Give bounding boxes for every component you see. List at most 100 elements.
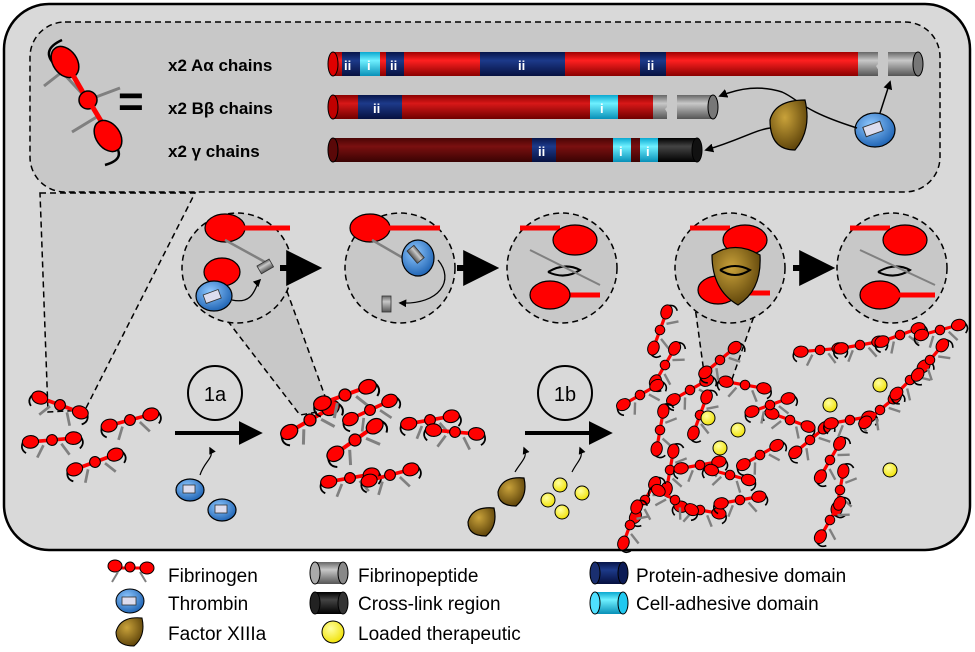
fibrinogen-molecule — [647, 304, 679, 359]
fibrinogen-molecule — [698, 340, 746, 384]
legend-label: Fibrinogen — [168, 566, 258, 587]
protein-adhesive-mark: ii — [390, 58, 397, 73]
zoom-circle-cleavage — [344, 212, 456, 324]
legend-label: Cross-link region — [358, 594, 501, 615]
fibrinogen-molecule — [744, 392, 799, 424]
factor-action-arrow — [514, 446, 530, 473]
zoom-circle-fibrin-assembly — [506, 212, 618, 324]
therapeutic-arrow — [571, 446, 586, 473]
fibrinogen-molecule — [910, 338, 954, 386]
legend-therapeutic-icon — [321, 620, 345, 644]
legend-factor-xiiia-icon — [115, 617, 144, 647]
fibrinogen-molecule — [342, 393, 402, 433]
b-beta-chain: ii i — [327, 94, 719, 120]
therapeutic-icon — [554, 504, 570, 520]
zoom-circle-crosslinked — [836, 212, 948, 324]
therapeutic-icon — [700, 410, 716, 426]
cleavage-arrow — [718, 87, 858, 129]
fibrinogen-molecule — [716, 375, 772, 403]
step-1b-label: 1b — [554, 384, 576, 406]
therapeutic-icon — [552, 477, 568, 493]
zoom-circle-factor-xiiia — [674, 212, 786, 324]
legend-thrombin-icon — [115, 588, 145, 614]
fibrinogen-molecule — [66, 447, 127, 484]
fibrin-network — [616, 304, 969, 554]
factor-xiiia-icon — [497, 477, 526, 507]
therapeutic-icon — [712, 440, 728, 456]
fibrinogen-molecule — [423, 423, 486, 451]
fibrinogen-molecule — [647, 483, 699, 522]
fibrinogen-molecule — [326, 417, 389, 469]
protein-adhesive-mark: ii — [538, 144, 545, 159]
fibrinogen-molecule — [913, 318, 969, 348]
thrombin-icon — [175, 478, 205, 502]
fibrinogen-molecule — [858, 390, 906, 434]
protein-adhesive-mark: ii — [518, 58, 525, 73]
cleavage-arrow — [879, 80, 893, 114]
therapeutic-icon — [574, 485, 590, 501]
therapeutic-icon — [540, 492, 556, 508]
equals-sign: = — [118, 77, 144, 126]
legend-label: Protein-adhesive domain — [636, 566, 846, 587]
thrombin-icon — [207, 498, 237, 522]
thrombin-icon — [854, 112, 896, 148]
fibrinogen-molecule — [660, 443, 688, 499]
cell-adhesive-mark: i — [646, 144, 650, 159]
chain-label-gamma: x2 γ chains — [168, 142, 260, 161]
fibrinogen-molecule — [713, 490, 769, 518]
legend-cross-link-icon — [309, 591, 349, 615]
fibrinogen-molecule — [813, 436, 852, 488]
thrombin-action-arrow — [199, 446, 216, 476]
factor-xiiia-icon — [769, 99, 808, 151]
therapeutic-icon — [882, 462, 898, 478]
fibrinogen-molecule — [813, 496, 852, 548]
fibrinogen-molecule — [736, 438, 788, 477]
legend-label: Cell-adhesive domain — [636, 594, 819, 615]
fibrinogen-molecule — [701, 463, 757, 493]
legend-label: Factor XIIIa — [168, 624, 267, 645]
fibrinogen-molecules — [21, 378, 486, 498]
fibrinogen-molecule — [687, 389, 719, 444]
zoom-cone-top — [39, 192, 197, 413]
legend-fibrinopeptide-icon — [309, 561, 349, 585]
fibrinogen-molecule — [21, 431, 84, 459]
protein-adhesive-mark: ii — [344, 58, 351, 73]
cell-adhesive-mark: i — [367, 58, 371, 73]
therapeutic-icon — [730, 422, 746, 438]
fibrinogen-molecule — [788, 420, 836, 464]
step-1a-marker: 1a — [187, 365, 243, 421]
cell-adhesive-mark: i — [600, 101, 604, 116]
fibrinogen-molecule — [617, 499, 649, 554]
enzymes-and-payload — [175, 377, 898, 537]
legend: Fibrinogen Thrombin Factor XIIIa Fibrino… — [107, 559, 846, 647]
fibrinogen-molecule — [616, 378, 668, 417]
legend-label: Fibrinopeptide — [358, 566, 478, 587]
gamma-chain: ii i i — [327, 137, 703, 163]
legend-protein-adhesive-icon — [589, 561, 629, 585]
legend-label: Loaded therapeutic — [358, 624, 521, 645]
fibrinogen-molecule — [100, 407, 162, 441]
legend-cell-adhesive-icon — [589, 591, 629, 615]
step-1b-marker: 1b — [537, 365, 593, 421]
chain-label-b-beta: x2 Bβ chains — [168, 99, 273, 118]
fibrinogen-molecule — [360, 462, 422, 496]
protein-adhesive-mark: ii — [373, 101, 380, 116]
fibrinogen-schematic-icon — [43, 38, 123, 167]
fibrinogen-molecule — [28, 390, 89, 427]
zoom-circle-fibrinogen-binding — [181, 212, 293, 324]
fibrinogen-molecule — [313, 378, 381, 419]
cell-adhesive-mark: i — [619, 144, 623, 159]
therapeutic-icon — [822, 397, 838, 413]
crosslink-arrow — [704, 127, 771, 153]
a-alpha-chain: ii i ii ii ii — [327, 51, 924, 77]
chain-label-a-alpha: x2 Aα chains — [168, 56, 272, 75]
legend-label: Thrombin — [168, 594, 248, 615]
fibrinogen-molecule — [761, 407, 816, 439]
therapeutic-icon — [872, 377, 888, 393]
fibrinogen-molecule — [666, 373, 718, 412]
step-1a-label: 1a — [204, 384, 227, 406]
factor-xiiia-icon — [467, 507, 496, 537]
legend-fibrinogen-icon — [107, 559, 155, 583]
protein-adhesive-mark: ii — [647, 58, 654, 73]
